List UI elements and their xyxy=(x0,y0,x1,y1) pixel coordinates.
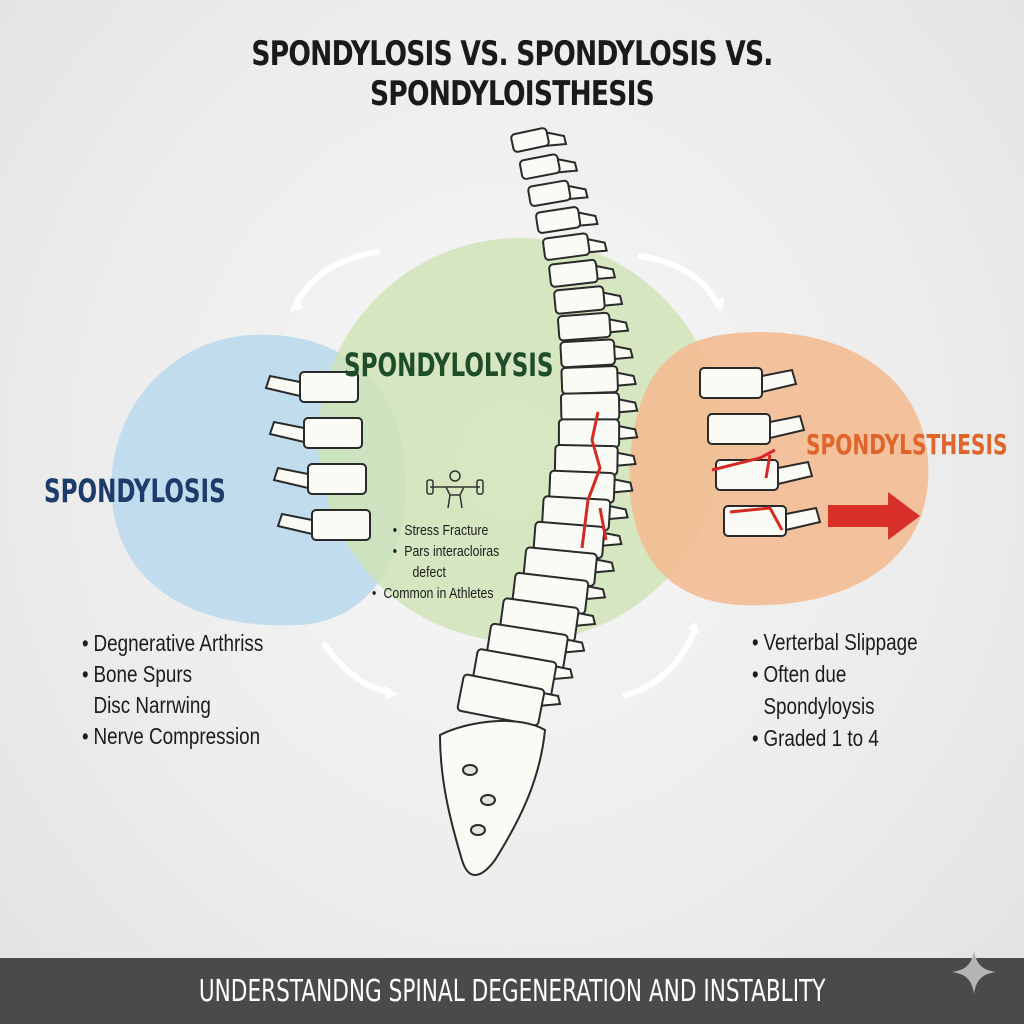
spondylolysis-bullet-list: •Stress Fracture •Pars interacloiras def… xyxy=(372,520,526,604)
fracture-line xyxy=(598,507,608,541)
page-title: SPONDYLOSIS VS. SPONDYLOSIS VS. SPONDYLO… xyxy=(251,34,773,114)
spine-vertebra xyxy=(560,365,637,395)
fracture-line xyxy=(711,448,776,472)
bullet-item: •Graded 1 to 4 xyxy=(752,725,879,751)
bullet-item: Disc Narrwing xyxy=(93,692,211,718)
cycle-arrow-bottom-left xyxy=(322,642,393,695)
fracture-line xyxy=(729,506,784,531)
spine-vertebra xyxy=(553,285,624,315)
bullet-item: •Often due xyxy=(752,661,847,687)
spine-vertebra xyxy=(557,311,630,342)
spine-vertebra xyxy=(542,232,608,261)
spondylolisthesis-bullet-list: •Verterbal Slippage •Often due Spondyloy… xyxy=(752,626,954,754)
bullet-item: •Pars interacloiras xyxy=(392,543,500,560)
spine-vertebra xyxy=(559,338,634,369)
bullet-item: Spondyloysis xyxy=(763,693,875,719)
bullet-item: •Bone Spurs xyxy=(82,661,193,687)
vertebra xyxy=(707,413,806,445)
spondylolisthesis-vertebrae xyxy=(699,367,822,537)
spine-vertebra xyxy=(456,673,562,727)
spine-vertebra xyxy=(557,418,639,449)
vertebra xyxy=(699,367,798,399)
vertebra xyxy=(264,371,359,403)
weightlifter-icon xyxy=(426,470,484,509)
bullet-item: •Verterbal Slippage xyxy=(752,629,918,655)
cycle-arrows xyxy=(293,249,721,698)
bullet-item: •Stress Fracture xyxy=(392,522,489,539)
spine-vertebra xyxy=(548,258,617,288)
bullet-item: •Nerve Compression xyxy=(82,723,261,749)
footer-text: UNDERSTANDNG SPINAL DEGENERATION AND INS… xyxy=(198,973,826,1009)
vertebra xyxy=(268,417,363,449)
spine-vertebra xyxy=(527,179,589,207)
spondylosis-vertebrae xyxy=(264,371,371,541)
slip-arrow-icon xyxy=(828,492,920,540)
spondylolysis-label: SPONDYLOLYSIS xyxy=(344,346,554,384)
fracture-line xyxy=(580,411,602,549)
bullet-item: •Common in Athletes xyxy=(372,585,494,602)
vertebra xyxy=(276,509,371,541)
spondylosis-bullet-list: •Degnerative Arthriss •Bone Spurs Disc N… xyxy=(82,628,303,752)
spondylosis-label: SPONDYLOSIS xyxy=(44,472,226,510)
footer-banner: UNDERSTANDNG SPINAL DEGENERATION AND INS… xyxy=(0,958,1024,1024)
spine-vertebra xyxy=(510,127,568,153)
spondylolisthesis-label: SPONDYLSTHESIS xyxy=(806,428,1008,461)
spine-illustration xyxy=(438,127,639,876)
spine-vertebra xyxy=(535,206,599,234)
bullet-item: defect xyxy=(412,564,446,581)
bullet-item: •Degnerative Arthriss xyxy=(82,630,264,656)
vertebra xyxy=(723,505,822,537)
cycle-arrow-top-right xyxy=(637,253,721,308)
fracture-line xyxy=(764,454,772,479)
spine-vertebra xyxy=(541,495,629,532)
sparkle-icon xyxy=(952,950,996,994)
cycle-arrow-top-left xyxy=(293,249,381,308)
vertebra xyxy=(272,463,367,495)
fracture-lines xyxy=(580,411,784,549)
spine-vertebra xyxy=(518,153,579,180)
cycle-arrow-bottom-right xyxy=(622,627,698,698)
